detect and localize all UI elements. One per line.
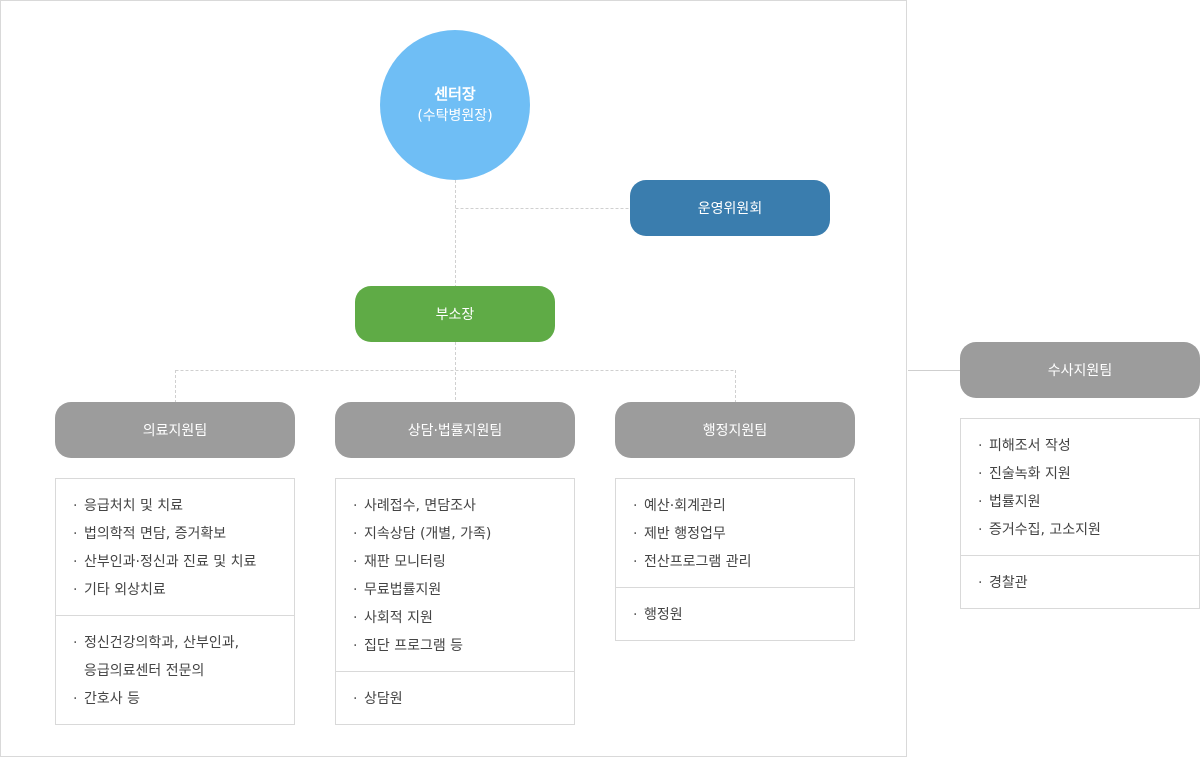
duty-item: ·사례접수, 면담조사 bbox=[353, 498, 476, 514]
team-admin-node: 행정지원팀 bbox=[615, 402, 855, 458]
staff-section: ·행정원 bbox=[616, 587, 854, 640]
duty-item: ·법률지원 bbox=[978, 494, 1041, 510]
staff-section: ·정신건강의학과, 산부인과, 응급의료센터 전문의 ·간호사 등 bbox=[56, 615, 294, 724]
staff-item: 응급의료센터 전문의 bbox=[84, 663, 205, 679]
team-counseling-box: ·사례접수, 면담조사 ·지속상담 (개별, 가족) ·재판 모니터링 ·무료법… bbox=[335, 478, 575, 725]
team-investigation-box: ·피해조서 작성 ·진술녹화 지원 ·법률지원 ·증거수집, 고소지원 ·경찰관 bbox=[960, 418, 1200, 609]
duties-section: ·피해조서 작성 ·진술녹화 지원 ·법률지원 ·증거수집, 고소지원 bbox=[961, 419, 1199, 555]
director-title: 센터장 bbox=[434, 85, 476, 103]
duty-item: ·전산프로그램 관리 bbox=[633, 554, 752, 570]
staff-item: ·경찰관 bbox=[978, 575, 1028, 591]
team-counseling-node: 상담·법률지원팀 bbox=[335, 402, 575, 458]
org-chart-frame bbox=[0, 0, 907, 757]
director-subtitle: (수탁병원장) bbox=[417, 108, 493, 124]
duty-item: ·집단 프로그램 등 bbox=[353, 638, 464, 654]
duties-section: ·응급처치 및 치료 ·법의학적 면담, 증거확보 ·산부인과·정신과 진료 및… bbox=[56, 479, 294, 615]
duty-item: ·진술녹화 지원 bbox=[978, 466, 1071, 482]
team-admin-box: ·예산·회계관리 ·제반 행정업무 ·전산프로그램 관리 ·행정원 bbox=[615, 478, 855, 641]
director-node: 센터장 (수탁병원장) bbox=[380, 30, 530, 180]
staff-item: ·상담원 bbox=[353, 691, 403, 707]
duty-item: ·예산·회계관리 bbox=[633, 498, 726, 514]
duties-section: ·예산·회계관리 ·제반 행정업무 ·전산프로그램 관리 bbox=[616, 479, 854, 587]
duty-item: ·무료법률지원 bbox=[353, 582, 442, 598]
staff-section: ·상담원 bbox=[336, 671, 574, 724]
duty-item: ·지속상담 (개별, 가족) bbox=[353, 526, 492, 542]
staff-section: ·경찰관 bbox=[961, 555, 1199, 608]
team-medical-node: 의료지원팀 bbox=[55, 402, 295, 458]
team-investigation-node: 수사지원팀 bbox=[960, 342, 1200, 398]
staff-item: ·행정원 bbox=[633, 607, 683, 623]
staff-item: ·정신건강의학과, 산부인과, bbox=[73, 635, 240, 651]
duty-item: ·피해조서 작성 bbox=[978, 438, 1071, 454]
team-medical-box: ·응급처치 및 치료 ·법의학적 면담, 증거확보 ·산부인과·정신과 진료 및… bbox=[55, 478, 295, 725]
duty-item: ·응급처치 및 치료 bbox=[73, 498, 184, 514]
duty-item: ·산부인과·정신과 진료 및 치료 bbox=[73, 554, 257, 570]
duty-item: ·법의학적 면담, 증거확보 bbox=[73, 526, 227, 542]
deputy-node: 부소장 bbox=[355, 286, 555, 342]
duty-item: ·제반 행정업무 bbox=[633, 526, 726, 542]
duty-item: ·사회적 지원 bbox=[353, 610, 433, 626]
duties-section: ·사례접수, 면담조사 ·지속상담 (개별, 가족) ·재판 모니터링 ·무료법… bbox=[336, 479, 574, 671]
duty-item: ·재판 모니터링 bbox=[353, 554, 446, 570]
committee-node: 운영위원회 bbox=[630, 180, 830, 236]
staff-item: ·간호사 등 bbox=[73, 691, 140, 707]
duty-item: ·증거수집, 고소지원 bbox=[978, 522, 1101, 538]
duty-item: ·기타 외상치료 bbox=[73, 582, 166, 598]
